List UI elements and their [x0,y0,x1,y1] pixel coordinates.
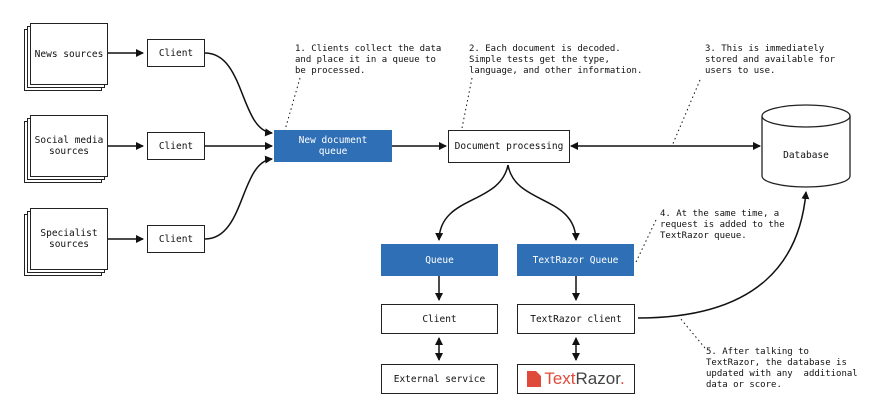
specialist-sources-box: Specialist sources [30,208,108,270]
note-5: 5. After talking to TextRazor, the datab… [706,347,858,390]
leader-note-1 [284,77,301,131]
textrazor-logo-icon [527,371,542,387]
textrazor-logo: TextRazor. [517,364,635,394]
new-document-queue-label: New document queue [298,135,368,157]
textrazor-queue-label: TextRazor Queue [532,254,619,266]
client-news: Client [147,39,205,67]
client-box: Client [381,304,498,334]
specialist-sources-label: Specialist sources [40,228,98,250]
client-social-label: Client [158,140,194,152]
note-4: 4. At the same time, a request is added … [660,209,785,241]
database-cylinder [761,104,851,188]
textrazor-logo-text: TextRazor. [544,369,625,388]
arrow-processing-to-queue [435,164,509,241]
social-media-sources-label: Social media sources [34,135,104,157]
leader-note-3 [671,79,701,147]
queue-label: Queue [425,254,454,266]
arrow-trclient-to-database [637,191,810,319]
leader-note-5 [679,317,706,349]
external-service-label: External service [393,373,486,385]
note-1: 1. Clients collect the data and place it… [295,44,442,76]
leader-note-2 [461,77,473,129]
client-specialist-label: Client [158,233,194,245]
news-sources-box: News sources [30,23,108,85]
arrow-client3-to-queue [204,155,273,240]
textrazor-queue-box: TextRazor Queue [517,244,634,276]
note-3: 3. This is immediately stored and availa… [705,44,836,76]
external-service-box: External service [381,364,498,394]
document-processing-label: Document processing [454,141,564,152]
database-label: Database [783,150,829,161]
note-2: 2. Each document is decoded. Simple test… [469,44,643,76]
client-social: Client [147,132,205,160]
arrow-client1-to-queue [204,52,273,137]
leader-note-4 [635,219,657,263]
textrazor-client-label: TextRazor client [530,313,622,325]
social-media-sources-box: Social media sources [30,115,108,177]
queue-box: Queue [381,244,498,276]
client-news-label: Client [158,47,194,59]
document-processing-box: Document processing [448,130,570,163]
news-sources-label: News sources [34,48,104,60]
client-label: Client [422,313,457,325]
textrazor-client-box: TextRazor client [517,304,635,334]
new-document-queue: New document queue [274,130,392,162]
client-specialist: Client [147,225,205,253]
arrow-processing-to-textrazor-queue [507,164,580,241]
